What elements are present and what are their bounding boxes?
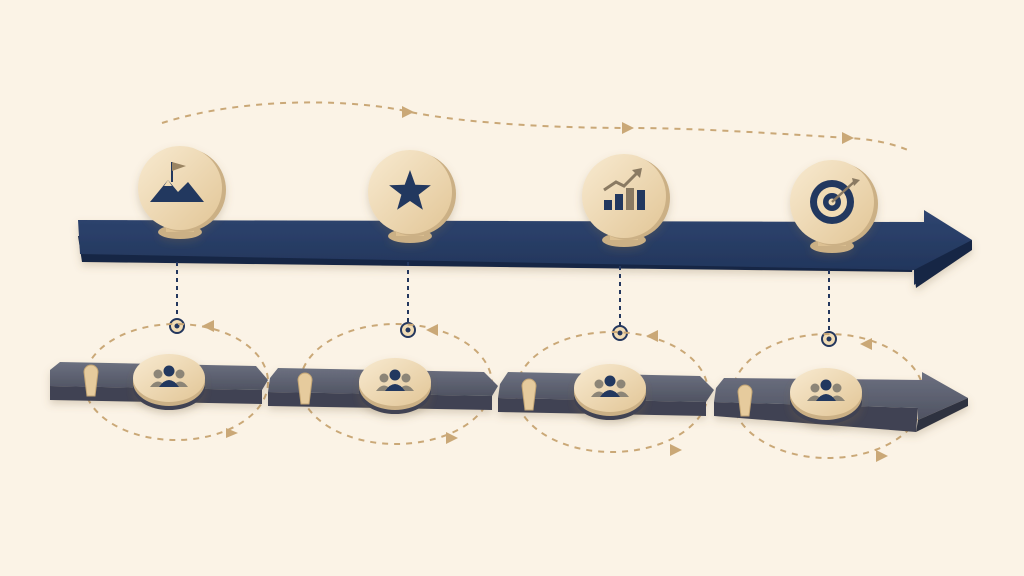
stages <box>133 354 862 424</box>
team-icon <box>591 375 629 397</box>
flow-arrowhead <box>842 132 854 144</box>
milestones <box>138 146 878 253</box>
target-icon <box>810 178 860 224</box>
cycle-loop <box>83 323 269 441</box>
milestone-marker <box>368 150 456 243</box>
track-knobs <box>83 364 753 417</box>
main-timeline-arrow <box>78 210 972 288</box>
team-icon <box>807 379 845 401</box>
top-flow-path <box>161 101 909 151</box>
connector-node <box>400 322 416 338</box>
connector-nodes <box>169 318 837 347</box>
connectors <box>176 262 830 332</box>
loop-arrowheads <box>202 320 888 462</box>
connector-node <box>169 318 185 334</box>
growth-chart-icon <box>603 168 645 210</box>
team-stage-disc <box>133 354 205 410</box>
team-stage-disc <box>359 358 431 414</box>
milestone-marker <box>790 160 878 253</box>
star-icon <box>389 170 431 210</box>
mountain-flag-icon <box>150 162 204 202</box>
flow-arrowhead <box>622 122 634 134</box>
connector-node <box>821 331 837 347</box>
flow-arrowhead <box>402 106 414 118</box>
team-stage-disc <box>790 368 862 424</box>
milestone-marker <box>582 154 670 247</box>
team-icon <box>376 369 414 391</box>
team-stage-disc <box>574 364 646 420</box>
team-icon <box>150 365 188 387</box>
milestone-marker <box>138 146 226 239</box>
